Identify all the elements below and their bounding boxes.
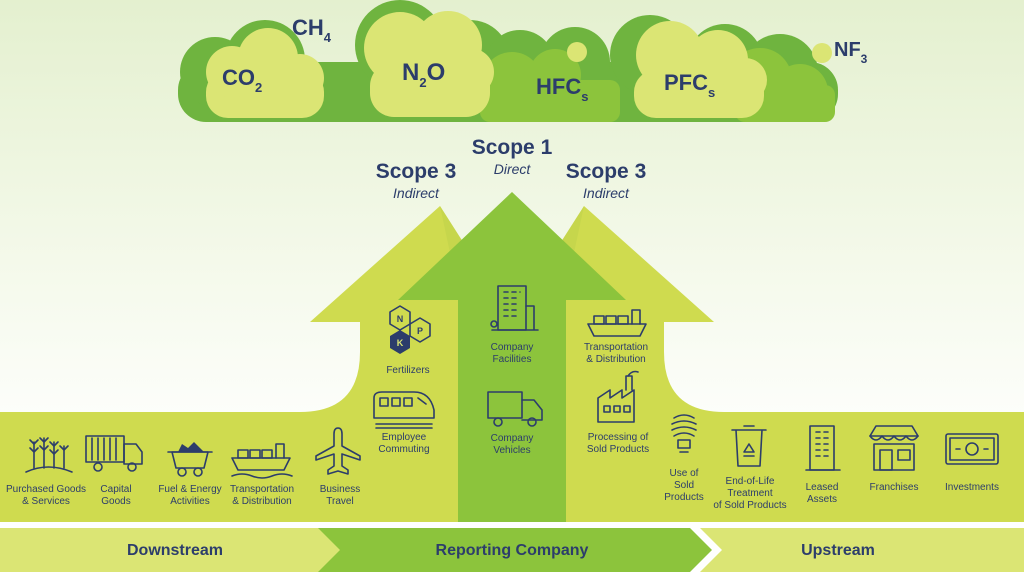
franchises-label: Franchises xyxy=(870,482,919,493)
building-icon xyxy=(805,425,841,471)
scope1-title: Scope 1 xyxy=(472,136,553,159)
scope3-right-subtitle: Indirect xyxy=(583,185,630,201)
storefront-icon xyxy=(869,425,919,471)
cargo-ship-icon xyxy=(587,309,647,337)
npk-k-label: K xyxy=(397,338,404,348)
n2o-label: N2O xyxy=(402,59,445,90)
right-scope3-arrow xyxy=(524,206,1024,522)
cargo-ship-icon xyxy=(231,443,293,479)
center-scope1-arrow xyxy=(398,192,626,522)
light-bulb-icon xyxy=(671,414,697,453)
delivery-truck-icon xyxy=(487,391,543,427)
scope3-left-title: Scope 3 xyxy=(376,160,457,183)
transport-distribution-right-label: Transportation& Distribution xyxy=(584,342,648,365)
office-building-icon xyxy=(490,285,539,331)
cloud-front-layer xyxy=(206,11,832,118)
scope1-subtitle: Direct xyxy=(494,161,532,177)
bottom-bands: Downstream Reporting Company Upstream xyxy=(0,528,1024,572)
airplane-icon xyxy=(315,427,361,475)
truck-container-icon xyxy=(85,435,143,472)
wheat-icon xyxy=(25,437,73,473)
pfcs-label: PFCs xyxy=(664,70,715,100)
npk-fertilizer-icon: N P K xyxy=(389,305,431,354)
banknote-icon xyxy=(945,433,999,465)
left-scope3-arrow xyxy=(0,206,500,522)
scope-headings: Scope 1 Direct Scope 3 Indirect Scope 3 … xyxy=(376,136,647,201)
train-icon xyxy=(373,391,435,429)
downstream-label: Downstream xyxy=(127,542,223,559)
downstream-band xyxy=(0,528,344,572)
co2-label: CO2 xyxy=(222,65,262,95)
recycle-bin-icon xyxy=(731,425,767,467)
reporting-company-band xyxy=(318,528,712,572)
gas-clouds: CO2 CH4 N2O HFCs PFCs NF3 xyxy=(178,0,868,122)
nf3-label: NF3 xyxy=(834,39,868,66)
scope3-left-subtitle: Indirect xyxy=(393,185,440,201)
scope3-right-title: Scope 3 xyxy=(566,160,647,183)
hfcs-label: HFCs xyxy=(536,74,588,104)
purchased-goods-label: Purchased Goods& Services xyxy=(6,484,86,507)
investments-label: Investments xyxy=(945,482,999,493)
fertilizers-label: Fertilizers xyxy=(386,365,429,376)
reporting-company-label: Reporting Company xyxy=(436,542,589,559)
mine-cart-icon xyxy=(167,442,213,477)
factory-icon xyxy=(597,370,639,423)
npk-n-label: N xyxy=(397,314,404,324)
upstream-band xyxy=(700,528,1024,572)
upstream-label: Upstream xyxy=(801,542,875,559)
npk-p-label: P xyxy=(417,326,423,336)
transport-distribution-left-label: Transportation& Distribution xyxy=(230,484,294,507)
ch4-label: CH4 xyxy=(292,15,332,45)
